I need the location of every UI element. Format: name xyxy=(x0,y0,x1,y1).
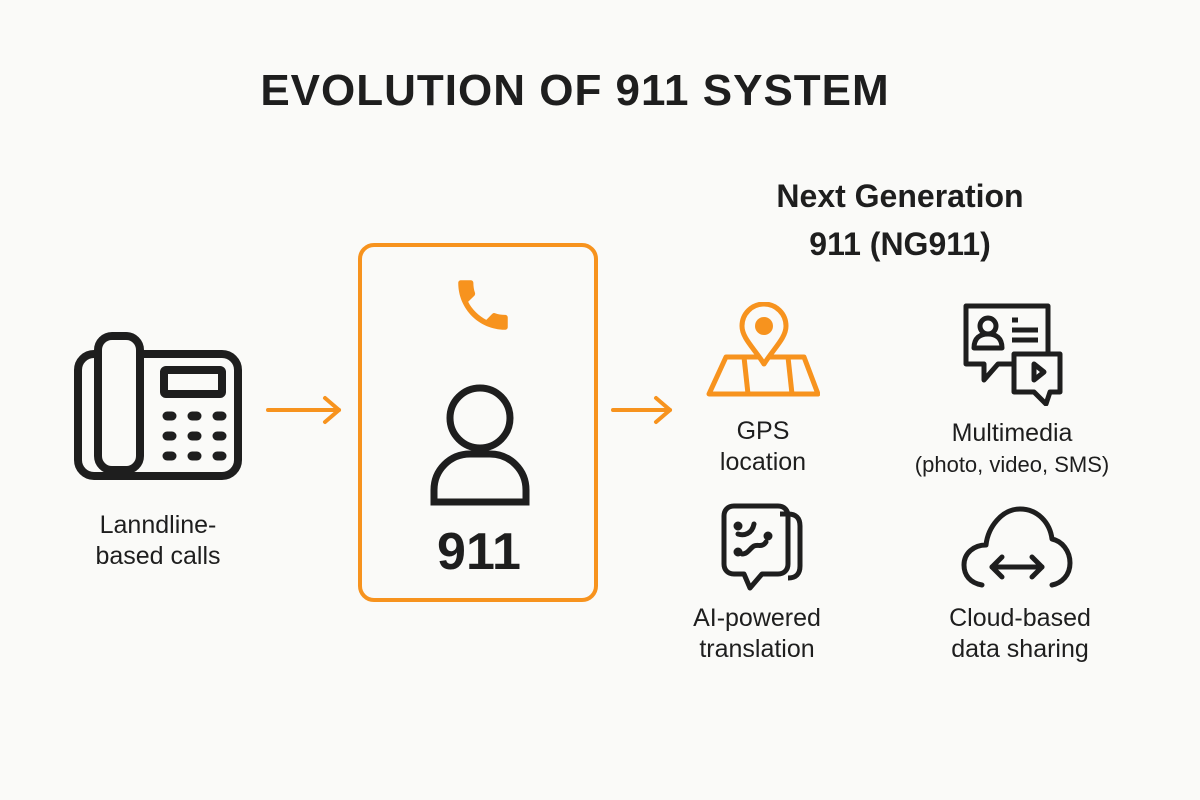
cloud-sync-icon xyxy=(961,506,1073,588)
translation-icon xyxy=(721,503,803,591)
feature-ai-line1: AI-powered xyxy=(693,604,821,632)
ng911-heading-line1: Next Generation xyxy=(776,178,1024,214)
center-911-box xyxy=(358,243,598,602)
multimedia-icon xyxy=(963,303,1063,406)
feature-cloud-line2: data sharing xyxy=(951,635,1089,663)
legacy-label-line1: Lanndline- xyxy=(99,511,217,539)
phone-handset-icon xyxy=(458,280,508,330)
feature-gps-line2: location xyxy=(719,448,807,476)
feature-multimedia-line1: Multimedia xyxy=(951,419,1073,447)
feature-multimedia-line2: (photo, video, SMS) xyxy=(914,452,1110,477)
arrow-right-icon xyxy=(611,396,672,424)
feature-gps-line1: GPS xyxy=(736,417,790,445)
legacy-label-line2: based calls xyxy=(95,542,221,570)
feature-ai-line2: translation xyxy=(699,635,815,663)
desk-phone-icon xyxy=(74,332,242,480)
arrow-right-icon xyxy=(266,396,341,424)
center-911-number: 911 xyxy=(437,523,521,581)
feature-cloud-line1: Cloud-based xyxy=(949,604,1091,632)
diagram-title: EVOLUTION OF 911 SYSTEM xyxy=(260,66,890,115)
ng911-heading-line2: 911 (NG911) xyxy=(809,226,991,262)
person-icon xyxy=(430,384,530,506)
map-pin-icon xyxy=(706,302,820,397)
